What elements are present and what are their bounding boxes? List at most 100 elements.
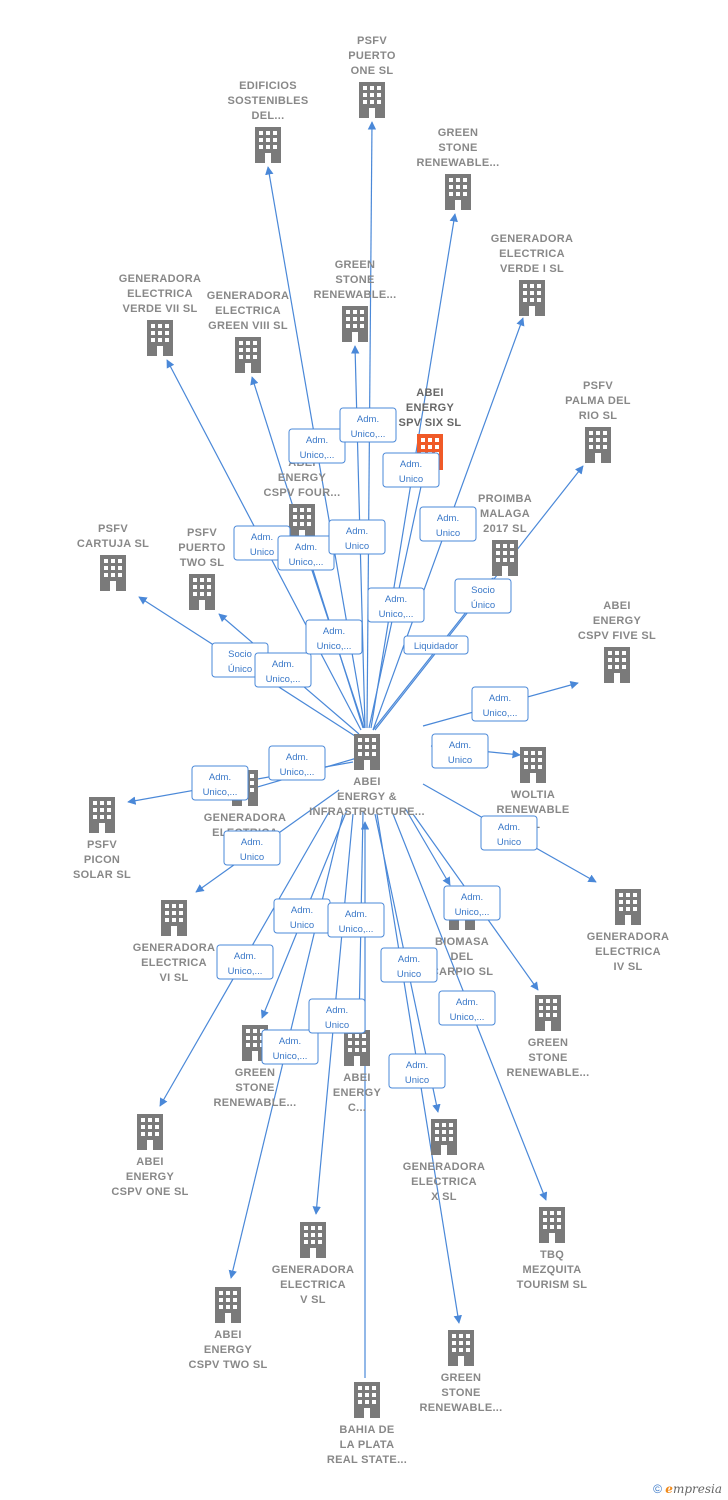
company-label: RENEWABLE...	[213, 1097, 296, 1109]
building-icon	[519, 280, 545, 316]
edge-role-label[interactable]: Adm.Unico,...	[443, 885, 501, 921]
company-label: 2017 SL	[483, 523, 527, 535]
company-node-green-stone-c[interactable]: GREENSTONERENEWABLE...	[506, 995, 589, 1079]
company-label: ELECTRICA	[141, 957, 207, 969]
edge-role-box	[403, 635, 469, 655]
edge-role-label[interactable]: Adm.Unico	[308, 998, 366, 1034]
edge-role-box	[419, 506, 477, 542]
edge-role-label[interactable]: Adm.Unico,...	[367, 587, 425, 623]
footer-brand[interactable]: © empresia	[653, 1482, 722, 1496]
edge-role-label[interactable]: Adm.Unico	[431, 733, 489, 769]
company-label: PSFV	[357, 35, 387, 47]
edge-role-label[interactable]: Adm.Unico	[480, 815, 538, 851]
edge-role-text: Unico,...	[266, 674, 301, 685]
company-node-green-stone-b[interactable]: GREENSTONERENEWABLE...	[313, 259, 396, 342]
building-icon	[354, 734, 380, 770]
company-node-green-stone-a[interactable]: GREENSTONERENEWABLE...	[416, 127, 499, 210]
company-node-edificios[interactable]: EDIFICIOSSOSTENIBLESDEL...	[228, 80, 309, 163]
company-label: GENERADORA	[119, 273, 201, 285]
company-node-abei-e-c[interactable]: ABEIENERGYC...	[333, 1030, 382, 1114]
edge-role-label[interactable]: Adm.Unico,...	[277, 535, 335, 571]
edge-role-text: Unico,...	[273, 1051, 308, 1062]
edge-role-label[interactable]: Adm.Unico	[233, 525, 291, 561]
company-node-green-stone-e[interactable]: GREENSTONERENEWABLE...	[419, 1330, 502, 1414]
edge-role-label[interactable]: Adm.Unico,...	[327, 902, 385, 938]
edge-role-label[interactable]: Liquidador	[403, 635, 469, 655]
edge-role-label[interactable]: Adm.Unico	[388, 1053, 446, 1089]
edge-role-label[interactable]: Adm.Unico,...	[438, 990, 496, 1026]
edge-role-label[interactable]: Adm.Unico,...	[339, 407, 397, 443]
company-label: ABEI	[416, 387, 443, 399]
edge-role-label[interactable]: Adm.Unico,...	[268, 745, 326, 781]
building-icon	[535, 995, 561, 1031]
building-icon	[431, 1119, 457, 1155]
company-label: EDIFICIOS	[239, 80, 297, 92]
edge-role-text: Adm.	[346, 526, 368, 537]
company-label: ABEI	[136, 1156, 163, 1168]
brand-logo: empresia	[665, 1482, 722, 1496]
building-icon	[342, 306, 368, 342]
edge-role-text: Unico	[345, 541, 369, 552]
edge-role-text: Socio	[228, 649, 252, 660]
edge-role-text: Unico,...	[300, 450, 335, 461]
edge-role-box	[431, 733, 489, 769]
edge-role-label[interactable]: Adm.Unico,...	[288, 428, 346, 464]
edge-role-label[interactable]: Adm.Unico,...	[261, 1029, 319, 1065]
edge-role-label[interactable]: Adm.Unico,...	[216, 944, 274, 980]
building-icon	[520, 747, 546, 783]
center-company-label: ENERGY &	[337, 791, 397, 803]
edge-role-label[interactable]: Adm.Unico	[382, 452, 440, 488]
company-label: PSFV	[187, 527, 217, 539]
center-company-label: ABEI	[353, 776, 380, 788]
edge-role-label[interactable]: Adm.Unico	[223, 830, 281, 866]
company-label: STONE	[438, 142, 477, 154]
company-label: V SL	[300, 1294, 326, 1306]
copyright-symbol: ©	[653, 1482, 662, 1496]
edge-role-text: Unico	[290, 920, 314, 931]
edge-role-label[interactable]: Adm.Unico,...	[254, 652, 312, 688]
edge-role-label[interactable]: Adm.Unico	[419, 506, 477, 542]
company-label: RENEWABLE	[497, 804, 570, 816]
edge-role-label[interactable]: Adm.Unico,...	[471, 686, 529, 722]
company-label: BIOMASA	[435, 936, 489, 948]
company-label: PSFV	[583, 380, 613, 392]
company-label: ABEI	[603, 600, 630, 612]
building-icon	[147, 320, 173, 356]
edge-role-text: Adm.	[345, 909, 367, 920]
edge-role-label[interactable]: Adm.Unico	[380, 947, 438, 983]
company-label: ENERGY	[204, 1344, 253, 1356]
company-label: TWO SL	[180, 557, 225, 569]
edge-role-label[interactable]: Adm.Unico,...	[305, 619, 363, 655]
company-node-green-stone-d[interactable]: GREENSTONERENEWABLE...	[213, 1025, 296, 1109]
company-label: PSFV	[98, 523, 128, 535]
company-label: TOURISM SL	[517, 1279, 588, 1291]
company-label: ABEI	[343, 1072, 370, 1084]
edge-role-label[interactable]: Adm. Unico	[328, 519, 386, 555]
edge-role-label[interactable]: Adm.Unico,...	[191, 765, 249, 801]
edge-role-label[interactable]: Adm.Unico	[273, 898, 331, 934]
